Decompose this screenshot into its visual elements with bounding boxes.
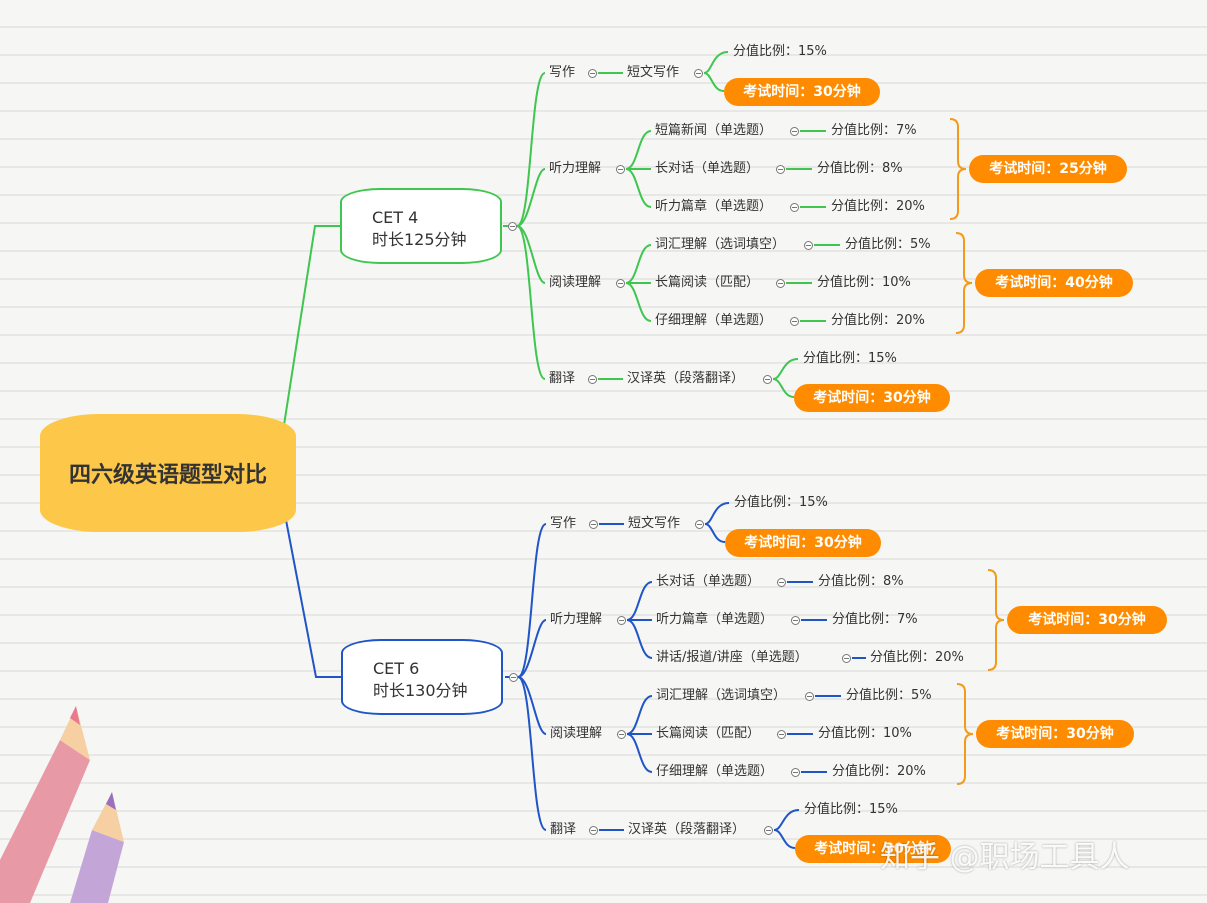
cet6-translation-label: 翻译 xyxy=(550,822,576,838)
collapse-icon[interactable] xyxy=(776,279,785,288)
cet4-translation-item: 汉译英（段落翻译） xyxy=(627,371,744,387)
cet4-node[interactable]: CET 4 时长125分钟 xyxy=(340,188,502,264)
cet4-duration: 时长125分钟 xyxy=(372,229,500,251)
cet4-reading-item-3: 仔细理解（单选题） xyxy=(655,313,772,329)
cet6-reading-label: 阅读理解 xyxy=(550,726,602,742)
watermark: 知乎 @职场工具人 xyxy=(880,832,1130,876)
root-title: 四六级英语题型对比 xyxy=(69,457,267,489)
cet6-listening-ratio-1: 分值比例：8% xyxy=(818,574,904,590)
cet6-name: CET 6 xyxy=(373,658,501,680)
cet4-reading-ratio-3: 分值比例：20% xyxy=(831,313,925,329)
cet4-translation-time: 考试时间：30分钟 xyxy=(794,384,950,412)
cet6-writing-ratio: 分值比例：15% xyxy=(734,495,828,511)
cet4-listening-ratio-1: 分值比例：7% xyxy=(831,123,917,139)
cet6-reading-ratio-2: 分值比例：10% xyxy=(818,726,912,742)
cet6-listening-item-3: 讲话/报道/讲座（单选题） xyxy=(656,650,808,666)
cet6-listening-time: 考试时间：30分钟 xyxy=(1007,606,1167,634)
cet4-name: CET 4 xyxy=(372,207,500,229)
collapse-icon[interactable] xyxy=(791,616,800,625)
cet4-listening-ratio-3: 分值比例：20% xyxy=(831,199,925,215)
cet4-writing-label: 写作 xyxy=(549,65,575,81)
cet6-listening-ratio-3: 分值比例：20% xyxy=(870,650,964,666)
cet4-writing-item: 短文写作 xyxy=(627,65,679,81)
cet6-reading-time: 考试时间：30分钟 xyxy=(976,720,1134,748)
collapse-icon[interactable] xyxy=(791,768,800,777)
cet4-listening-item-1: 短篇新闻（单选题） xyxy=(655,123,772,139)
cet4-translation-label: 翻译 xyxy=(549,371,575,387)
cet4-writing-ratio: 分值比例：15% xyxy=(733,44,827,60)
root-topic[interactable]: 四六级英语题型对比 xyxy=(40,414,296,532)
cet6-listening-item-1: 长对话（单选题） xyxy=(656,574,760,590)
collapse-icon[interactable] xyxy=(588,375,597,384)
cet6-duration: 时长130分钟 xyxy=(373,680,501,702)
cet4-reading-ratio-1: 分值比例：5% xyxy=(845,237,931,253)
cet6-translation-item: 汉译英（段落翻译） xyxy=(628,822,745,838)
cet4-listening-item-2: 长对话（单选题） xyxy=(655,161,759,177)
cet4-listening-item-3: 听力篇章（单选题） xyxy=(655,199,772,215)
cet6-reading-item-3: 仔细理解（单选题） xyxy=(656,764,773,780)
cet4-listening-label: 听力理解 xyxy=(549,161,601,177)
cet6-translation-ratio: 分值比例：15% xyxy=(804,802,898,818)
cet6-node[interactable]: CET 6 时长130分钟 xyxy=(341,639,503,715)
cet4-listening-time: 考试时间：25分钟 xyxy=(969,155,1127,183)
collapse-icon[interactable] xyxy=(617,616,626,625)
collapse-icon[interactable] xyxy=(805,692,814,701)
collapse-icon[interactable] xyxy=(508,222,517,231)
collapse-icon[interactable] xyxy=(764,826,773,835)
brackets xyxy=(950,119,1004,784)
cet4-listening-ratio-2: 分值比例：8% xyxy=(817,161,903,177)
cet6-reading-ratio-3: 分值比例：20% xyxy=(832,764,926,780)
collapse-icon[interactable] xyxy=(777,578,786,587)
collapse-icon[interactable] xyxy=(617,730,626,739)
collapse-icon[interactable] xyxy=(790,203,799,212)
cet6-reading-item-1: 词汇理解（选词填空） xyxy=(656,688,786,704)
cet4-reading-item-2: 长篇阅读（匹配） xyxy=(655,275,759,291)
collapse-icon[interactable] xyxy=(790,317,799,326)
cet6-reading-item-2: 长篇阅读（匹配） xyxy=(656,726,760,742)
cet4-writing-time: 考试时间：30分钟 xyxy=(724,78,880,106)
cet4-reading-ratio-2: 分值比例：10% xyxy=(817,275,911,291)
cet6-listening-ratio-2: 分值比例：7% xyxy=(832,612,918,628)
collapse-icon[interactable] xyxy=(790,127,799,136)
cet6-reading-ratio-1: 分值比例：5% xyxy=(846,688,932,704)
collapse-icon[interactable] xyxy=(616,165,625,174)
collapse-icon[interactable] xyxy=(589,826,598,835)
pencil-illustration xyxy=(0,706,124,903)
cet6-writing-label: 写作 xyxy=(550,516,576,532)
collapse-icon[interactable] xyxy=(777,730,786,739)
collapse-icon[interactable] xyxy=(589,520,598,529)
collapse-icon[interactable] xyxy=(695,520,704,529)
collapse-icon[interactable] xyxy=(776,165,785,174)
cet4-reading-time: 考试时间：40分钟 xyxy=(975,269,1133,297)
cet6-writing-item: 短文写作 xyxy=(628,516,680,532)
cet6-writing-time: 考试时间：30分钟 xyxy=(725,529,881,557)
collapse-icon[interactable] xyxy=(842,654,851,663)
collapse-icon[interactable] xyxy=(694,69,703,78)
collapse-icon[interactable] xyxy=(588,69,597,78)
cet4-translation-ratio: 分值比例：15% xyxy=(803,351,897,367)
collapse-icon[interactable] xyxy=(763,375,772,384)
collapse-icon[interactable] xyxy=(509,673,518,682)
cet6-listening-label: 听力理解 xyxy=(550,612,602,628)
collapse-icon[interactable] xyxy=(616,279,625,288)
cet4-reading-label: 阅读理解 xyxy=(549,275,601,291)
collapse-icon[interactable] xyxy=(804,241,813,250)
cet6-listening-item-2: 听力篇章（单选题） xyxy=(656,612,773,628)
cet4-reading-item-1: 词汇理解（选词填空） xyxy=(655,237,785,253)
